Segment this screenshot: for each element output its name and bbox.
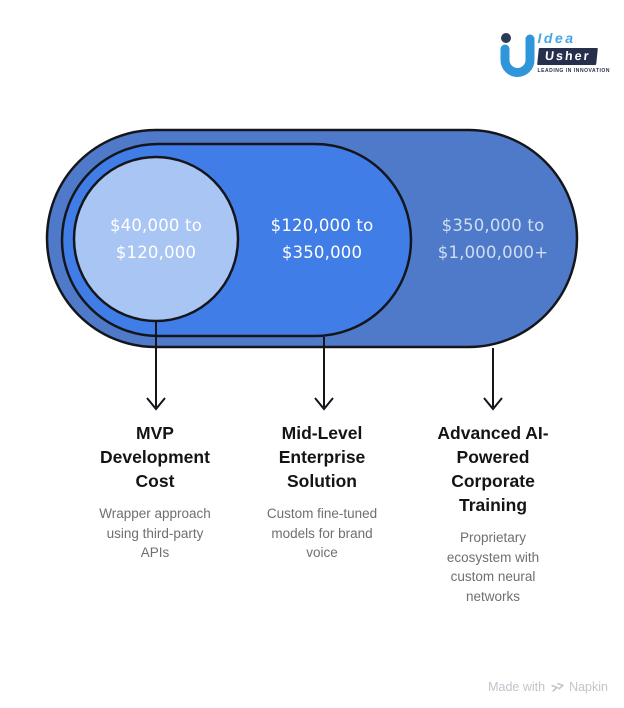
napkin-brand-label: Napkin (569, 680, 608, 694)
arrow-down-icon-1 (146, 321, 166, 411)
logo-text-column: Idea Usher LEADING IN INNOVATION (536, 30, 610, 74)
napkin-logo-icon (551, 682, 565, 692)
logo-tagline: LEADING IN INNOVATION (537, 68, 610, 74)
arrow-down-icon-3 (483, 348, 503, 411)
idea-usher-logo-icon (500, 33, 535, 77)
logo-brand-top: Idea (537, 30, 576, 46)
tier-amount-1: $40,000 to$120,000 (109, 216, 203, 262)
tier-amount-2: $120,000 to$350,000 (270, 216, 374, 262)
tier-amount-3: $350,000 to$1,000,000+ (437, 216, 549, 262)
made-with-label: Made with (488, 680, 546, 694)
idea-usher-logo: Idea Usher LEADING IN INNOVATION (497, 30, 610, 82)
arrow-down-icon-2 (314, 337, 334, 411)
napkin-attribution: Made with Napkin (488, 680, 608, 694)
